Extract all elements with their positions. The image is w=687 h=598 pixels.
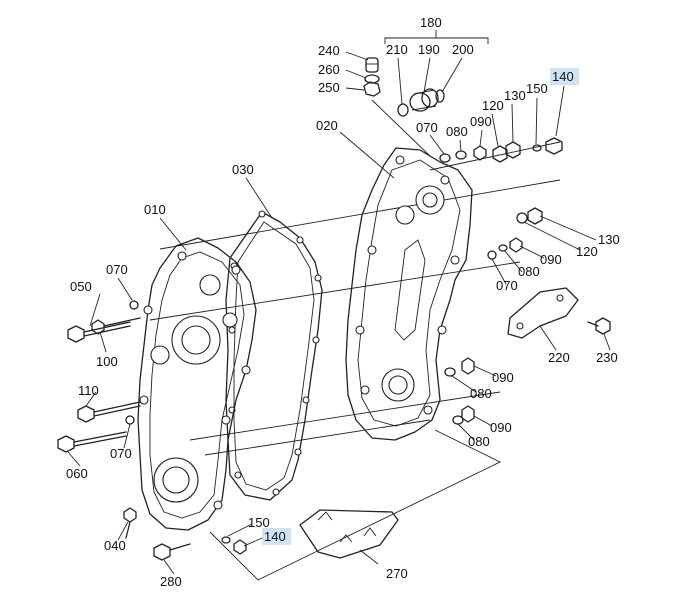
label-190: 190 (418, 42, 440, 57)
ring-200 (435, 89, 445, 103)
label-130-right: 130 (598, 232, 620, 247)
label-240: 240 (318, 43, 340, 58)
label-070-right: 070 (496, 278, 518, 293)
washer-150-top (532, 144, 542, 152)
washer-150-bottom (221, 536, 231, 544)
washer-080-top (455, 150, 467, 160)
label-230: 230 (596, 350, 618, 365)
bolt-050 (67, 321, 131, 343)
label-200: 200 (452, 42, 474, 57)
label-070-left: 070 (106, 262, 128, 277)
label-250: 250 (318, 80, 340, 95)
nut-130-top (505, 141, 521, 159)
gasket-030 (225, 210, 323, 501)
washer-070-right (487, 250, 497, 260)
washer-260 (364, 74, 380, 84)
label-130-top: 130 (504, 88, 526, 103)
highlight-140-top (550, 68, 579, 85)
gear-case-020 (345, 147, 473, 441)
label-080-low: 080 (468, 434, 490, 449)
gear-190 (409, 88, 439, 112)
nut-130-right (527, 207, 543, 225)
label-070-top: 070 (416, 120, 438, 135)
label-180: 180 (420, 15, 442, 30)
label-060: 060 (66, 466, 88, 481)
label-080-mid: 080 (470, 386, 492, 401)
plug-240 (365, 57, 379, 73)
label-080-right: 080 (518, 264, 540, 279)
bolt-140-bottom (233, 539, 247, 555)
plate-270 (299, 509, 399, 559)
nut-090-mid (461, 357, 475, 375)
washer-070-left (129, 300, 139, 310)
label-090-low: 090 (490, 420, 512, 435)
gear-case-010 (137, 237, 257, 531)
bolt-060 (57, 431, 127, 453)
bolt-230 (587, 317, 611, 335)
label-140-bottom: 140 (264, 529, 286, 544)
bolt-040 (123, 507, 137, 539)
bolt-100 (91, 317, 141, 335)
label-030: 030 (232, 162, 254, 177)
label-280: 280 (160, 574, 182, 589)
nut-090-low (461, 405, 475, 423)
label-110: 110 (78, 383, 99, 398)
label-050: 050 (70, 279, 92, 294)
nut-120-right (516, 212, 528, 224)
bolt-280 (153, 543, 191, 561)
washer-080-mid (444, 367, 456, 377)
bracket-220 (507, 287, 579, 339)
label-080-top: 080 (446, 124, 468, 139)
bolt-110 (77, 401, 141, 423)
label-090-top: 090 (470, 114, 492, 129)
label-120-right: 120 (576, 244, 598, 259)
nut-090-right (509, 237, 523, 253)
label-010: 010 (144, 202, 166, 217)
label-090-right: 090 (540, 252, 562, 267)
label-150-top: 150 (526, 81, 548, 96)
washer-080-right (498, 244, 508, 252)
bolt-140-top (545, 137, 563, 155)
label-260: 260 (318, 62, 340, 77)
label-220: 220 (548, 350, 570, 365)
label-150-bottom: 150 (248, 515, 270, 530)
leader-lines (67, 51, 611, 575)
nut-090-top (473, 145, 487, 161)
washer-080-low (452, 415, 464, 425)
nut-120-top (492, 145, 508, 163)
label-120-top: 120 (482, 98, 504, 113)
assembly-180-bracket (384, 30, 489, 44)
label-210: 210 (386, 42, 408, 57)
projection-lines (149, 99, 561, 581)
label-140-top: 140 (552, 69, 574, 84)
washer-070-left2 (125, 415, 135, 425)
label-270: 270 (386, 566, 408, 581)
label-070-left2: 070 (110, 446, 132, 461)
label-090-mid: 090 (492, 370, 514, 385)
part-labels: 180 210 190 200 240 260 250 140 150 130 … (66, 15, 620, 589)
washer-070-top (439, 153, 451, 163)
label-100: 100 (96, 354, 118, 369)
highlight-140-bottom (262, 528, 291, 545)
label-020: 020 (316, 118, 338, 133)
label-040: 040 (104, 538, 126, 553)
pin-210 (397, 103, 409, 117)
nut-250 (363, 81, 381, 97)
